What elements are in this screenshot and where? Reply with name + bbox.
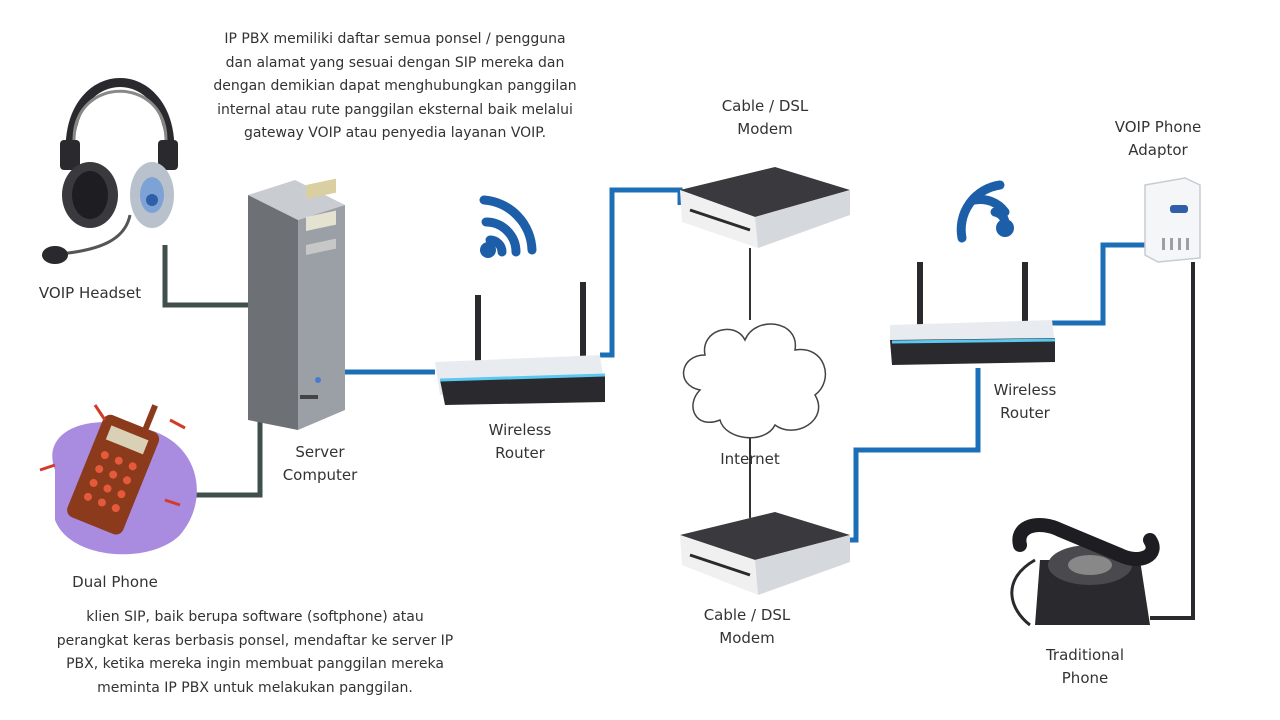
description-bottom: klien SIP, baik berupa software (softpho… xyxy=(20,606,490,700)
router-left-label-line1: Wireless xyxy=(488,421,552,439)
description-top-line: dengan demikian dapat menghubungkan pang… xyxy=(213,78,577,94)
router-right-label-line2: Router xyxy=(1000,404,1050,422)
description-bottom-line: perangkat keras berbasis ponsel, mendaft… xyxy=(56,632,454,649)
adaptor-label-line1: VOIP Phone xyxy=(1114,118,1202,136)
server-label: Server Computer xyxy=(260,441,380,487)
modem-top-label-line1: Cable / DSL xyxy=(721,97,809,115)
server-computer-icon xyxy=(248,178,345,430)
server-label-line1: Server xyxy=(295,443,345,461)
wireless-router-left xyxy=(435,195,606,405)
cable-adaptor-phone xyxy=(1150,262,1195,620)
description-bottom-line: meminta IP PBX untuk melakukan panggilan… xyxy=(97,679,413,696)
internet-label: Internet xyxy=(720,450,780,468)
modem-bottom-label: Cable / DSL Modem xyxy=(682,604,812,650)
modem-bottom-label-line2: Modem xyxy=(719,629,775,647)
dual-phone-label: Dual Phone xyxy=(72,573,158,591)
router-right-label: Wireless Router xyxy=(965,379,1085,425)
router-right-label-line1: Wireless xyxy=(993,381,1057,399)
link-modem-bottom-router-right xyxy=(848,368,981,543)
cloud-icon xyxy=(682,323,826,439)
modem-top xyxy=(680,167,850,248)
description-top-line: dan alamat yang sesuai dengan SIP mereka… xyxy=(225,54,565,71)
adaptor-label-line2: Adaptor xyxy=(1128,141,1188,159)
traditional-phone-label-line2: Phone xyxy=(1061,669,1109,687)
traditional-phone-label: Traditional Phone xyxy=(1020,644,1150,690)
cable-headset-server xyxy=(162,245,248,308)
phone-adaptor-icon xyxy=(1144,177,1201,263)
link-router-right-adaptor xyxy=(1052,242,1150,326)
dual-phone-icon xyxy=(39,404,197,555)
wifi-signal-icon xyxy=(479,195,537,258)
router-left-label: Wireless Router xyxy=(460,419,580,465)
wifi-signal-icon xyxy=(956,180,1014,243)
modem-bottom-label-line1: Cable / DSL xyxy=(703,606,791,624)
modem-bottom xyxy=(680,512,850,595)
rotary-phone-icon xyxy=(1010,518,1160,627)
description-bottom-line: PBX, ketika mereka ingin membuat panggil… xyxy=(66,656,444,672)
headset-label: VOIP Headset xyxy=(38,284,142,302)
description-top-line: internal atau rute panggilan eksternal b… xyxy=(217,101,573,118)
traditional-phone-label-line1: Traditional xyxy=(1045,646,1125,664)
headset-icon xyxy=(42,78,178,264)
modem-top-label-line2: Modem xyxy=(737,120,793,138)
adaptor-label: VOIP Phone Adaptor xyxy=(1093,116,1223,162)
modem-top-label: Cable / DSL Modem xyxy=(700,95,830,141)
description-top: IP PBX memiliki daftar semua ponsel / pe… xyxy=(195,28,595,146)
server-label-line2: Computer xyxy=(282,466,358,484)
link-router-modem-top xyxy=(600,187,683,358)
wireless-router-right xyxy=(890,180,1056,365)
description-top-line: gateway VOIP atau penyedia layanan VOIP. xyxy=(243,125,547,141)
description-bottom-line: klien SIP, baik berupa software (softpho… xyxy=(86,609,424,625)
description-top-line: IP PBX memiliki daftar semua ponsel / pe… xyxy=(224,31,566,47)
router-left-label-line2: Router xyxy=(495,444,545,462)
